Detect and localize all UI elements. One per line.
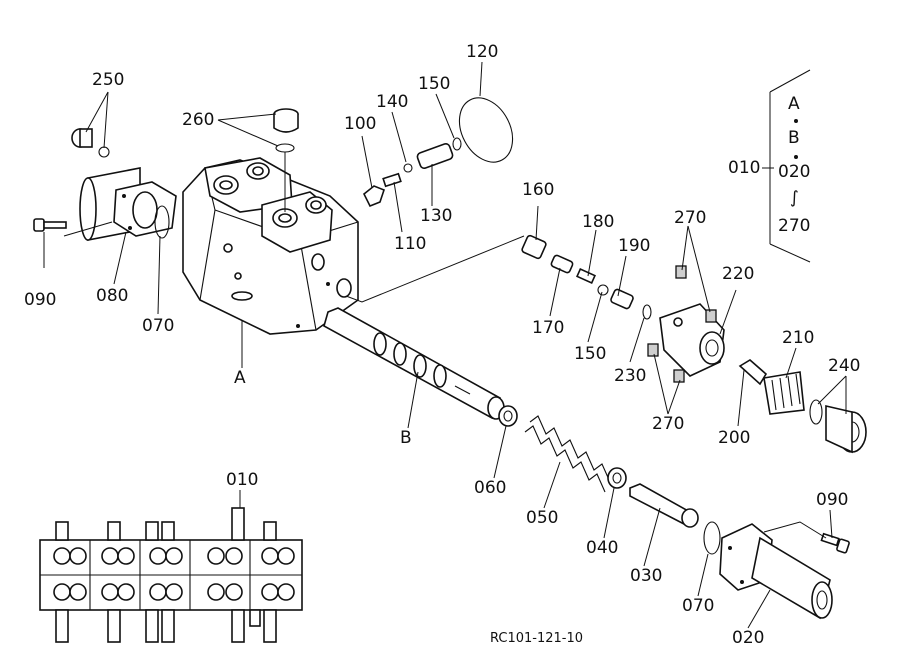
callout-010-inset: 010 [226, 470, 259, 490]
callout-150-top: 150 [418, 74, 451, 94]
callout-140: 140 [376, 92, 409, 112]
callout-070-right: 070 [682, 596, 715, 616]
callout-270-bottom: 270 [652, 414, 685, 434]
callout-060: 060 [474, 478, 507, 498]
callout-070-left: 070 [142, 316, 175, 336]
callout-080: 080 [96, 286, 129, 306]
callout-270-top: 270 [674, 208, 707, 228]
callout-260: 260 [182, 110, 215, 130]
callout-250: 250 [92, 70, 125, 90]
leader-lines [43, 61, 847, 629]
callout-220: 220 [722, 264, 755, 284]
callout-030: 030 [630, 566, 663, 586]
callout-090-left: 090 [24, 290, 57, 310]
callout-090-right: 090 [816, 490, 849, 510]
left-cover-group [33, 128, 177, 241]
callout-240: 240 [828, 356, 861, 376]
legend-range-mark: ∫ [790, 188, 799, 208]
callout-120: 120 [466, 42, 499, 62]
figure-code: RC101-121-10 [490, 631, 584, 646]
callout-190: 190 [618, 236, 651, 256]
port-relief-group [521, 234, 867, 454]
spool-b [323, 307, 505, 420]
plug-260 [273, 108, 299, 153]
spring-group [498, 405, 699, 528]
right-cover-group [703, 521, 850, 620]
callout-180: 180 [582, 212, 615, 232]
callout-040: 040 [586, 538, 619, 558]
relief-valve-parts [362, 97, 514, 208]
callout-210: 210 [782, 328, 815, 348]
legend-bracket [762, 69, 811, 263]
callout-170: 170 [532, 318, 565, 338]
callout-150-mid: 150 [574, 344, 607, 364]
callout-b: B [400, 428, 412, 448]
callout-020: 020 [732, 628, 765, 648]
callout-100: 100 [344, 114, 377, 134]
callout-130: 130 [420, 206, 453, 226]
callout-160: 160 [522, 180, 555, 200]
legend-270: 270 [778, 216, 811, 236]
callout-110: 110 [394, 234, 427, 254]
callout-a: A [234, 368, 246, 388]
legend-010: 010 [728, 158, 761, 178]
legend-020: 020 [778, 162, 811, 182]
callout-050: 050 [526, 508, 559, 528]
legend-b: B [788, 128, 800, 148]
overview-inset [39, 490, 303, 643]
legend-a: A [788, 94, 800, 114]
callout-200: 200 [718, 428, 751, 448]
valve-body [182, 157, 359, 335]
callout-230: 230 [614, 366, 647, 386]
